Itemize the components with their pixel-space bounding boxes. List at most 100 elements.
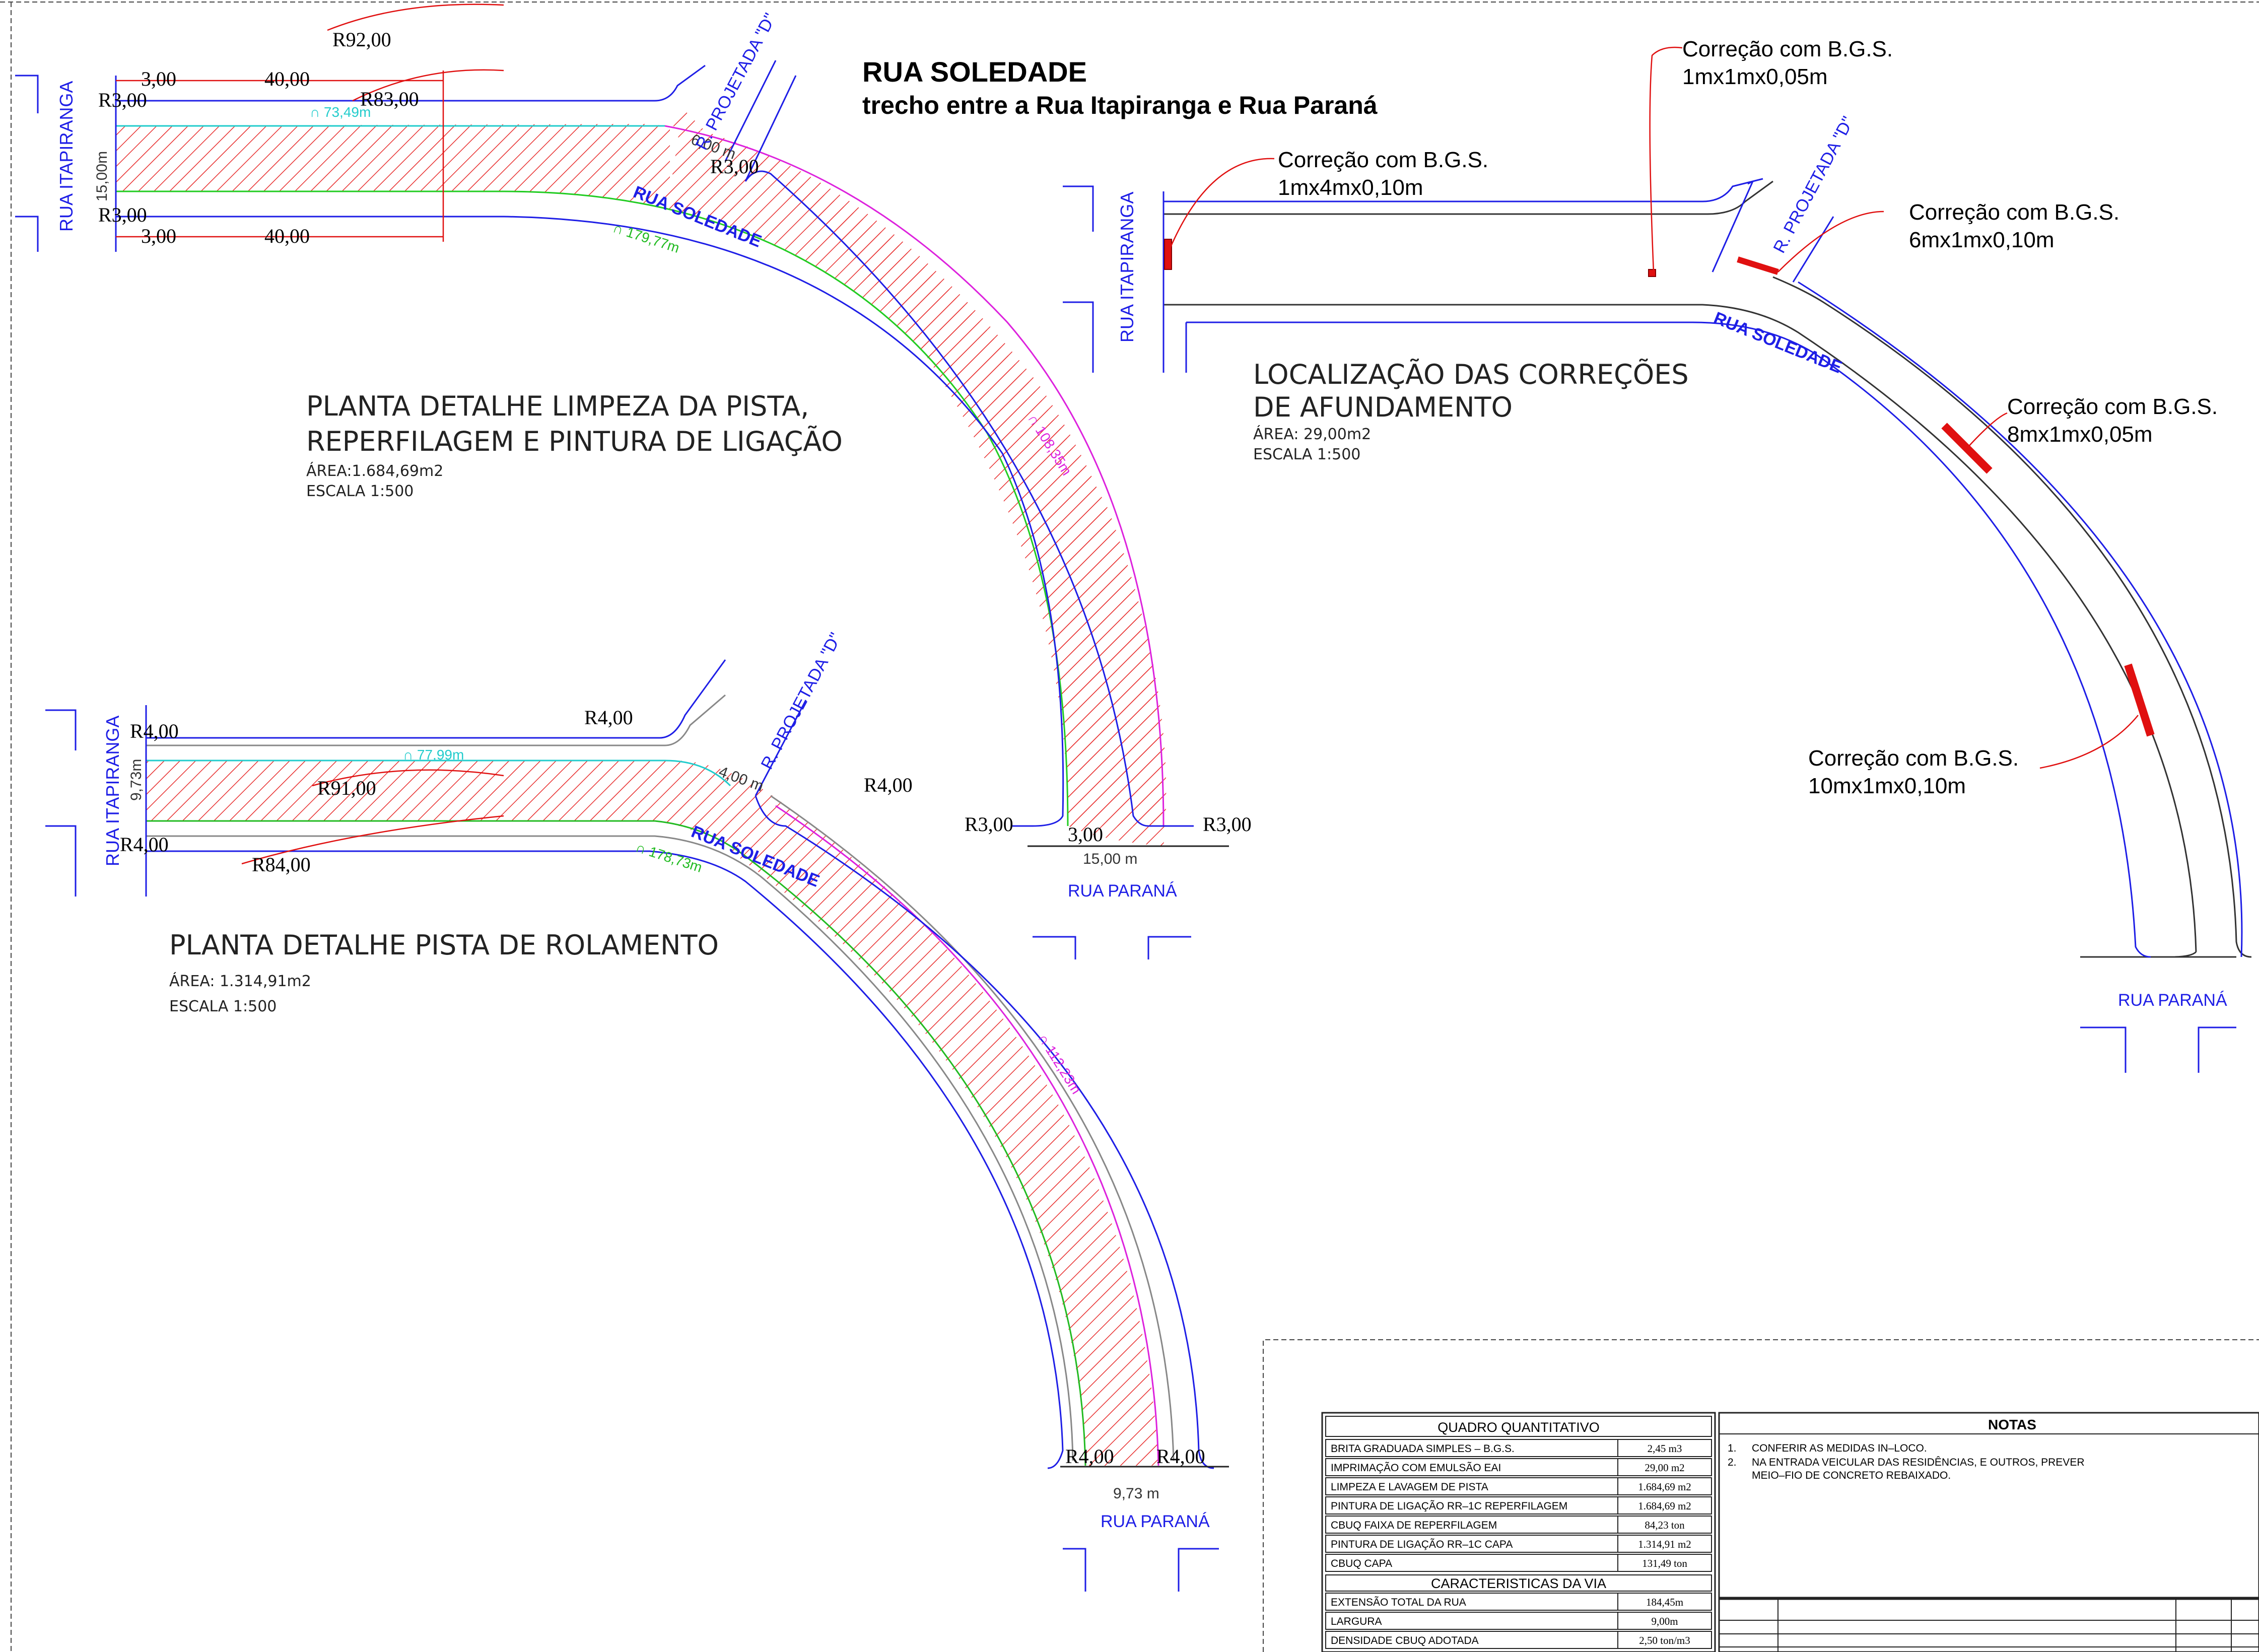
correction-label: 1mx4mx0,10m [1278, 175, 1423, 200]
plan-title: LOCALIZAÇÃO DAS CORREÇÕES [1253, 359, 1689, 390]
quadro-item: PINTURA DE LIGAÇÃO RR–1C CAPA [1331, 1538, 1513, 1550]
road-edges [1163, 180, 2197, 952]
itapiranga-stubs [15, 75, 39, 252]
street-label-parana: RUA PARANÁ [1101, 1512, 1210, 1531]
street-label-soledade: RUA SOLEDADE [1711, 308, 1844, 377]
curb-top [116, 64, 706, 102]
arc-length-label: ∩ 73,49m [310, 104, 371, 120]
nota-text: CONFERIR AS MEDIDAS IN–LOCO. [1752, 1442, 1927, 1454]
radius-label: R4,00 [120, 833, 169, 856]
quadro-item: IMPRIMAÇÃO COM EMULSÃO EAI [1331, 1462, 1501, 1474]
curb-outer [755, 700, 1214, 1469]
radius-label: R3,00 [710, 155, 759, 178]
street-label-parana: RUA PARANÁ [2118, 991, 2227, 1010]
correction-label: Correção com B.G.S. [1278, 148, 1488, 172]
inner-arc-line [146, 820, 1086, 1466]
notas-block: NOTAS 1. CONFERIR AS MEDIDAS IN–LOCO. 2.… [1718, 1412, 2259, 1652]
correction-label: 10mx1mx0,10m [1808, 774, 1966, 798]
caracteristicas-value: 184,45m [1646, 1596, 1683, 1608]
radius-label: R83,00 [360, 88, 419, 110]
curb-outer [1798, 281, 2243, 957]
radius-label: R3,00 [1203, 813, 1252, 836]
plan-area: ÁREA:1.684,69m2 [306, 462, 443, 480]
top-edge-line [146, 760, 731, 787]
street-label-parana: RUA PARANÁ [1068, 881, 1177, 901]
plan-scale: ESCALA 1:500 [306, 483, 414, 500]
radius-label: R3,00 [98, 203, 147, 226]
radius-label: R92,00 [332, 28, 391, 51]
itapiranga-stubs [1063, 185, 1094, 373]
quadro-value: 1.684,69 m2 [1638, 1500, 1691, 1512]
radius-label: R91,00 [317, 777, 376, 799]
parana-stubs [2080, 1026, 2236, 1073]
radius-label: R4,00 [130, 720, 179, 742]
itapiranga-edge [1162, 191, 1187, 373]
parana-edge [2080, 951, 2236, 958]
radius-label: R84,00 [252, 853, 311, 876]
outer-arc-line [775, 805, 1159, 1466]
quadro-row [1325, 1477, 1712, 1495]
correction-label: Correção com B.G.S. [1808, 746, 2019, 771]
quadro-item: PINTURA DE LIGAÇÃO RR–1C REPERFILAGEM [1331, 1500, 1567, 1512]
plan-area: ÁREA: 29,00m2 [1253, 425, 1371, 443]
dimension-label: 3,00 [141, 225, 176, 247]
arc-length-label: ∩ 179,77m [611, 220, 681, 256]
caracteristicas-header-cell [1325, 1574, 1712, 1592]
gutter-top [146, 694, 726, 746]
quadro-item: LIMPEZA E LAVAGEM DE PISTA [1331, 1481, 1488, 1493]
quadro-row [1325, 1554, 1712, 1572]
curb-inner [1186, 321, 2151, 958]
nota-number: 1. [1728, 1442, 1737, 1454]
quadro-value: 1.684,69 m2 [1638, 1481, 1691, 1493]
projetada-curbs [724, 60, 797, 182]
curb-outer [744, 170, 1194, 827]
reperfilagem-area-curve [116, 126, 1163, 826]
plan-correcoes: RUA ITAPIRANGA R. PROJETADA "D" RUA SOLE… [1063, 37, 2252, 1073]
quadro-row [1325, 1496, 1712, 1515]
correction-marker [2124, 663, 2155, 737]
plan-title: REPERFILAGEM E PINTURA DE LIGAÇÃO [306, 426, 843, 457]
quadro-quantitativo: QUADRO QUANTITATIVO BRITA GRADUADA SIMPL… [1321, 1412, 1716, 1652]
plan-title: DE AFUNDAMENTO [1253, 391, 1513, 423]
quadro-item: CBUQ CAPA [1331, 1558, 1392, 1569]
street-label-projetada: R. PROJETADA "D" [1770, 113, 1858, 256]
plan-scale: ESCALA 1:500 [1253, 446, 1360, 463]
nota-number: 2. [1728, 1457, 1737, 1468]
street-label-itapiranga: RUA ITAPIRANGA [56, 81, 77, 232]
quadro-value: 131,49 ton [1642, 1557, 1687, 1569]
reperfilagem-area-straight [116, 126, 670, 191]
quadro-row [1325, 1535, 1712, 1553]
width-label: 9,73m [128, 759, 145, 801]
arc-length-label: ∩ 178,73m [634, 839, 704, 875]
plan-scale: ESCALA 1:500 [169, 998, 277, 1015]
quadro-title: QUADRO QUANTITATIVO [1437, 1420, 1600, 1435]
curb-inner [146, 850, 1064, 1469]
dimension-label: 3,00 [141, 67, 176, 90]
nota-text: NA ENTRADA VEICULAR DAS RESIDÊNCIAS, E O… [1752, 1457, 2085, 1468]
quadro-frame [1321, 1412, 1716, 1652]
curb-top [1163, 178, 1763, 202]
projetada-curbs [1712, 181, 1834, 283]
radius-leaders [241, 769, 504, 865]
notas-title: NOTAS [1988, 1417, 2036, 1432]
quadro-value: 84,23 ton [1645, 1519, 1685, 1531]
correction-marker [1648, 269, 1656, 277]
quadro-item: CBUQ FAIXA DE REPERFILAGEM [1331, 1520, 1497, 1531]
quadro-rows: BRITA GRADUADA SIMPLES – B.G.S.2,45 m3IM… [1325, 1439, 1712, 1572]
quadro-value: 1.314,91 m2 [1638, 1538, 1691, 1550]
gutter-outer [770, 795, 1175, 1461]
curb-inner [116, 216, 1064, 827]
caracteristicas-row [1325, 1612, 1712, 1630]
nota-text: MEIO–FIO DE CONCRETO REBAIXADO. [1752, 1470, 1951, 1481]
quadro-row [1325, 1458, 1712, 1476]
correction-marker [1737, 256, 1779, 275]
radius-label: R4,00 [1156, 1445, 1205, 1468]
correction-label: Correção com B.G.S. [2007, 394, 2218, 419]
correction-marker [1164, 239, 1172, 270]
radius-label: R4,00 [1065, 1445, 1114, 1468]
dimension-label: 15,00 m [1083, 851, 1137, 867]
street-label-itapiranga: RUA ITAPIRANGA [1117, 192, 1137, 342]
page-title: RUA SOLEDADE [862, 56, 1087, 88]
caracteristicas-item: EXTENSÃO TOTAL DA RUA [1331, 1596, 1466, 1608]
